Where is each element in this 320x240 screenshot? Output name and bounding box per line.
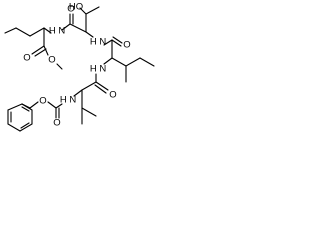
bond <box>103 57 113 65</box>
amide-3-oxygen-label: O <box>109 90 116 101</box>
bond <box>15 27 31 37</box>
molecule-structure: HO O O H N O H N O H N O O H N O <box>4 2 155 132</box>
bond-layer <box>4 6 155 132</box>
bond <box>103 39 113 46</box>
bond <box>85 6 100 15</box>
bond <box>20 122 30 129</box>
bond <box>139 57 155 67</box>
ester-carbonyl-oxygen-label: O <box>23 53 30 64</box>
amide-1-oxygen-label: O <box>67 4 74 15</box>
hydroxyl-oxygen-label: HO <box>69 2 83 13</box>
atom-labels: HO O O H N O H N O H N O O H N O <box>23 2 130 129</box>
bond <box>56 63 63 70</box>
bond <box>7 103 23 111</box>
bond <box>81 107 97 117</box>
amide-3-nh-label: H N <box>90 64 107 75</box>
bond <box>69 23 87 33</box>
bond <box>73 89 83 97</box>
carbamate-nh-label: H N <box>60 95 77 106</box>
bond <box>31 45 45 55</box>
amide-2-oxygen-label: O <box>123 40 130 51</box>
amide-2-nh-label: H N <box>90 37 107 48</box>
bond <box>21 106 30 112</box>
bond <box>19 123 33 132</box>
bond <box>7 123 21 132</box>
bond <box>81 81 97 91</box>
bond <box>47 101 57 109</box>
bond <box>94 84 107 94</box>
bond <box>55 103 63 109</box>
bond <box>111 57 127 67</box>
bond <box>29 101 39 109</box>
bond <box>125 57 141 67</box>
bond <box>95 81 109 91</box>
bond <box>43 45 49 56</box>
bond <box>4 27 17 34</box>
bond <box>79 7 87 15</box>
bond <box>21 103 33 111</box>
ester-methoxy-oxygen-label: O <box>48 55 55 66</box>
bond <box>61 23 71 31</box>
amide-1-nh-label: H N <box>49 26 66 37</box>
bond <box>111 39 122 47</box>
bond <box>29 27 45 37</box>
carbamate-carbonyl-oxygen-label: O <box>53 118 60 129</box>
bond <box>43 27 52 34</box>
carbamate-ether-oxygen-label: O <box>39 96 46 107</box>
bond <box>85 31 94 38</box>
bond <box>34 48 47 57</box>
bond <box>112 36 123 44</box>
